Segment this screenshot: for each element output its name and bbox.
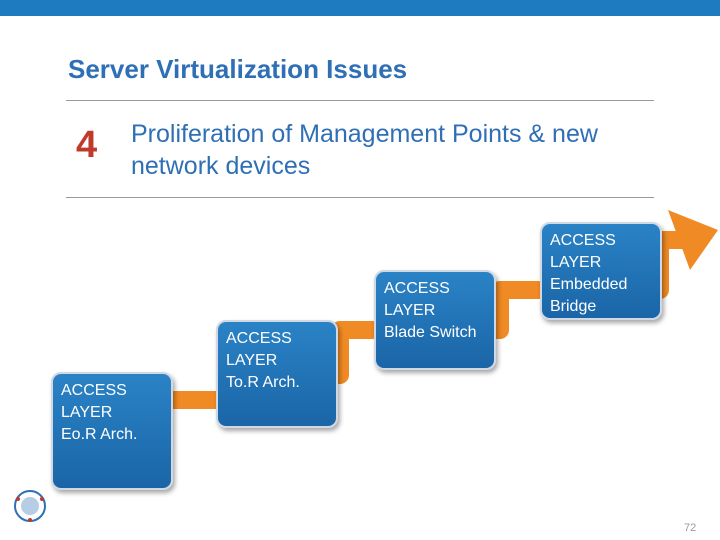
step-line: Eo.R Arch. — [61, 426, 138, 443]
page-number: 72 — [684, 522, 697, 534]
step-line: LAYER — [226, 352, 278, 369]
step-embedded-bridge: ACCESS LAYER Embedded Bridge — [540, 222, 662, 320]
step-line: Embedded — [550, 276, 628, 293]
step-tor-arch: ACCESS LAYER To.R Arch. — [216, 320, 338, 428]
company-logo-icon — [14, 490, 46, 522]
step-line: LAYER — [550, 254, 602, 271]
issue-divider — [66, 197, 654, 198]
top-accent-bar — [0, 0, 720, 16]
step-line: ACCESS — [550, 232, 616, 249]
slide-title: Server Virtualization Issues — [68, 54, 408, 84]
issue-description: Proliferation of Management Points & new… — [131, 120, 598, 180]
step-blade-switch: ACCESS LAYER Blade Switch — [374, 270, 496, 370]
step-line: Blade Switch — [384, 324, 477, 341]
issue-number: 4 — [76, 124, 98, 166]
step-line: LAYER — [384, 302, 436, 319]
step-line: To.R Arch. — [226, 374, 300, 391]
title-divider — [66, 100, 654, 101]
logo-text — [4, 524, 62, 534]
step-eor-arch: ACCESS LAYER Eo.R Arch. — [51, 372, 173, 490]
arrow-head — [668, 210, 718, 270]
step-line: Bridge — [550, 298, 597, 315]
step-line: ACCESS — [61, 382, 127, 399]
step-line: LAYER — [61, 404, 113, 421]
step-line: ACCESS — [384, 280, 450, 297]
step-line: ACCESS — [226, 330, 292, 347]
